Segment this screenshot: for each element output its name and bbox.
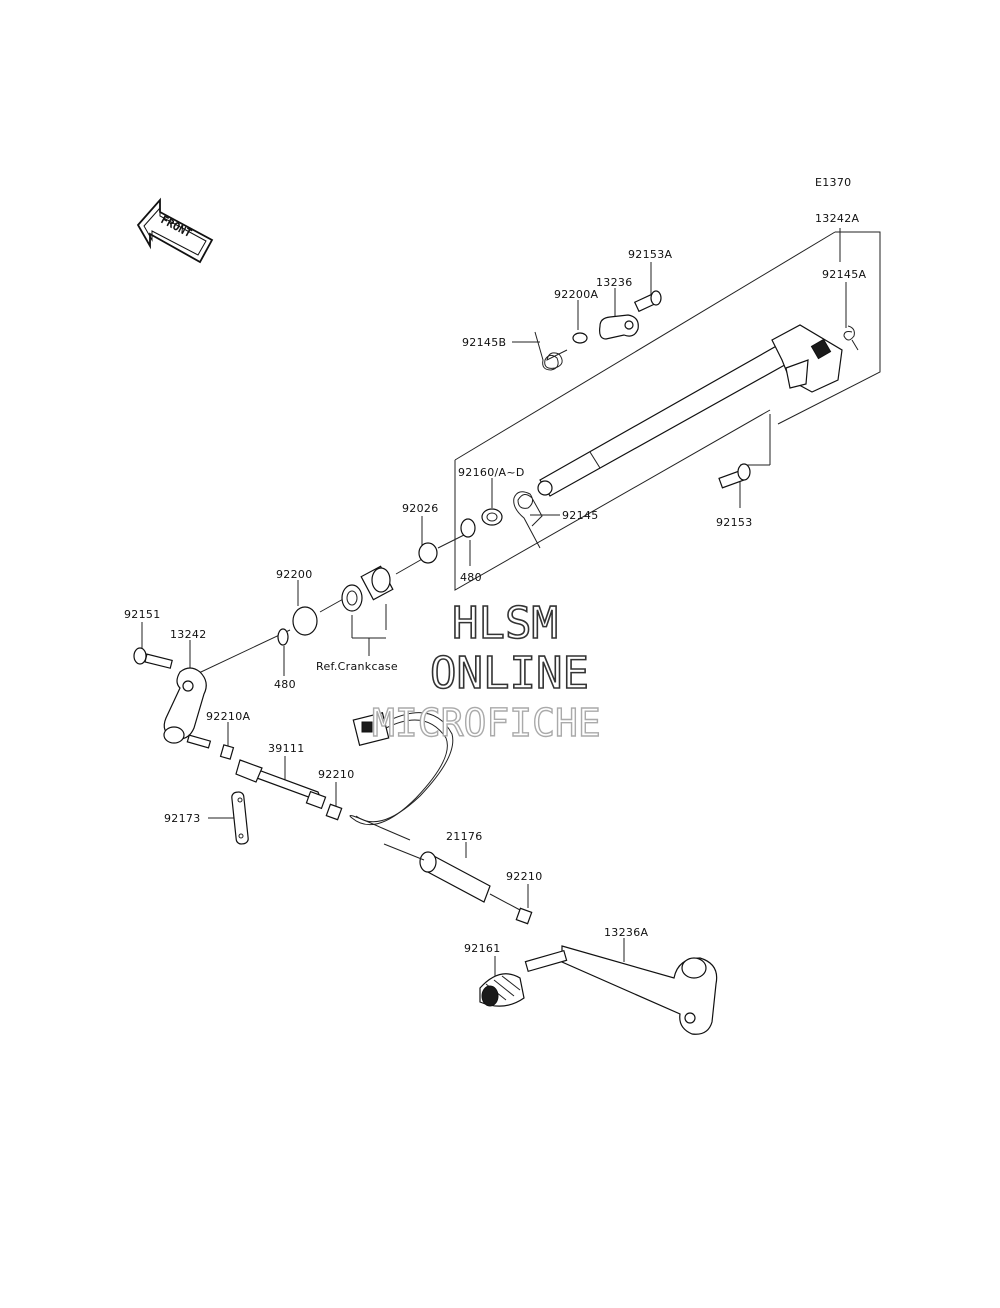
- washer-92160: [481, 508, 503, 526]
- part-label: 13242: [170, 628, 207, 641]
- washer-92026: [418, 542, 438, 564]
- part-label: 13242A: [815, 212, 859, 225]
- nut-92210-upper: [325, 803, 343, 821]
- part-label: 13236A: [604, 926, 648, 939]
- part-label: 92151: [124, 608, 161, 621]
- part-label: 21176: [446, 830, 483, 843]
- nut-92210-lower: [515, 907, 533, 925]
- assembly-box-left: [454, 409, 771, 591]
- part-label: 92026: [402, 502, 439, 515]
- watermark-line1: HLSM: [452, 598, 558, 649]
- shift-shaft-13242A: [537, 324, 843, 497]
- assembly-box-right: [777, 231, 881, 425]
- circlip-480-lower: [277, 628, 289, 646]
- watermark: HLSM ONLINE MICROFICHE: [371, 597, 601, 746]
- watermark-line2: ONLINE: [430, 648, 589, 699]
- part-label: 92210: [506, 870, 543, 883]
- pedal-13236A: [524, 945, 718, 1035]
- part-label: 39111: [268, 742, 305, 755]
- rubber-92161: [479, 973, 525, 1007]
- washer-92200: [292, 606, 318, 636]
- part-label: 480: [460, 571, 482, 584]
- part-label: 92145: [562, 509, 599, 522]
- circlip-480-top: [460, 518, 476, 538]
- leader-lines: [141, 228, 847, 978]
- lever-13236: [599, 314, 639, 340]
- diagram-code: E1370: [815, 176, 851, 189]
- shift-sensor-21176: [349, 712, 521, 911]
- part-label: 480: [274, 678, 296, 691]
- spring-92145A: [843, 325, 859, 351]
- part-label: 92153A: [628, 248, 672, 261]
- part-label: 92210: [318, 768, 355, 781]
- part-label: 92160/A~D: [458, 466, 525, 479]
- part-label: 92153: [716, 516, 753, 529]
- part-label: 92200: [276, 568, 313, 581]
- assembly-box-top: [454, 231, 836, 461]
- watermark-line3: MICROFICHE: [372, 701, 601, 745]
- arm-13242: [163, 667, 207, 744]
- part-label: 92145A: [822, 268, 866, 281]
- part-label: 92173: [164, 812, 201, 825]
- bearing-seal: [341, 565, 394, 612]
- spring-92145: [513, 491, 543, 549]
- front-arrow-icon: FRONT: [136, 197, 214, 264]
- spring-92145B: [534, 331, 568, 371]
- bolt-92153: [718, 463, 751, 489]
- bolt-92151: [133, 647, 173, 669]
- rod-39111: [235, 759, 327, 810]
- bolt-92210A: [186, 734, 235, 760]
- bolt-92153A: [633, 290, 662, 313]
- part-label: 13236: [596, 276, 633, 289]
- washer-92200A: [572, 332, 588, 344]
- part-label: 92210A: [206, 710, 250, 723]
- plate-92173: [231, 791, 249, 845]
- part-label: 92145B: [462, 336, 506, 349]
- part-label: 92161: [464, 942, 501, 955]
- ref-crankcase-label: Ref.Crankcase: [316, 660, 398, 673]
- part-label: 92200A: [554, 288, 598, 301]
